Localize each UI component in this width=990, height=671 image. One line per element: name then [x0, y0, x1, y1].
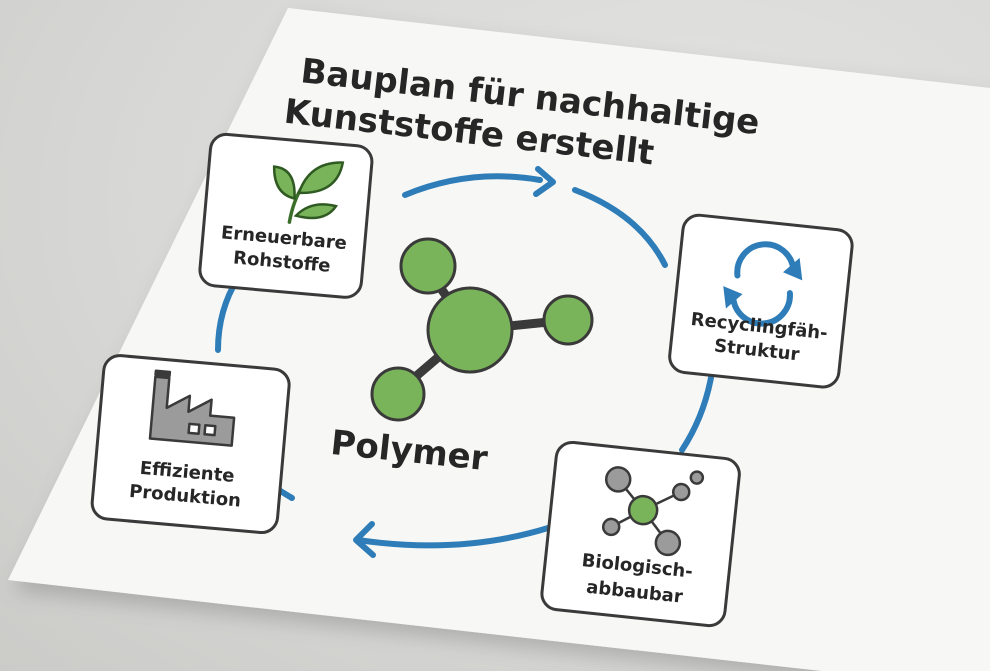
arrowhead-top-icon: [533, 166, 556, 197]
node-production: Effiziente Produktion: [90, 354, 291, 535]
leaf-icon: [272, 161, 345, 224]
polymer-molecule-icon: [370, 237, 594, 422]
recycle-arrows-icon: [723, 241, 803, 327]
cycle-arc-right: [679, 369, 715, 453]
node-recycling: Recyclingfäh- Struktur: [668, 213, 854, 389]
cycle-arc-top: [402, 173, 543, 198]
cycle-arc-top-right: [572, 187, 668, 268]
node-renewable: Erneuerbare Rohstoffe: [198, 132, 374, 299]
arrowhead-bottom-icon: [353, 521, 376, 558]
factory-icon: [148, 369, 236, 447]
node-biodegradable: Biologisch- abbaubar: [540, 440, 741, 628]
molecule-icon: [601, 466, 705, 557]
cycle-arc-bottom: [355, 525, 551, 549]
